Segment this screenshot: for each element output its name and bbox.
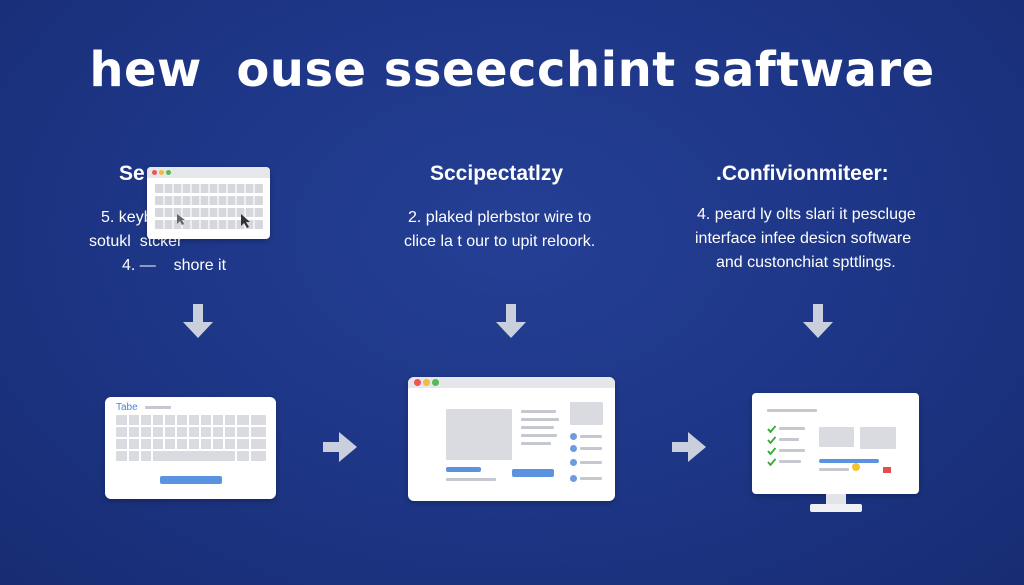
text-line [819,468,849,471]
progress-bar [819,459,879,463]
column-2-heading: Sccipectatlzy [430,162,564,185]
bulb-icon [852,463,860,471]
browser-window-card [408,377,615,501]
arrow-down-icon [803,304,833,338]
browser-submit-button[interactable] [512,469,554,477]
column-3-line-2: interface infee desicn software [695,230,912,247]
column-3-heading: .Confivionmiteer: [716,162,889,185]
checklist-line [779,460,801,463]
text-line [521,418,559,421]
option-line [580,447,602,450]
text-line [521,434,557,437]
window-titlebar [147,167,270,178]
page-title: hew ouse sseecchint saftware [89,42,935,98]
window-dot [152,170,157,175]
checklist-line [779,427,805,430]
text-line [521,426,554,429]
image-placeholder [860,427,896,449]
column-3-line-1: 4. peard ly olts slari it pescluge [697,206,916,223]
checklist-line [779,438,799,441]
window-dot [159,170,164,175]
browser-input-bar[interactable] [446,467,481,472]
arrow-down-icon [183,304,213,338]
column-1-line-3: 4. — shore it [122,257,227,274]
text-line [521,442,551,445]
check-icon [767,436,776,444]
option-line [580,435,602,438]
monitor-stand-base [810,504,862,512]
thumbnail-placeholder [570,402,603,425]
keyboard-popup-window [147,167,270,239]
radio-icon [570,459,577,466]
image-placeholder [446,409,512,460]
browser-titlebar [408,377,615,388]
image-placeholder [819,427,854,447]
column-2-line-1: 2. plaked plerbstor wire to [408,209,592,226]
column-1-heading: Se [119,162,145,185]
keyboard-card-label: Tabe [116,402,138,413]
text-line [521,410,556,413]
column-3-line-3: and custonchiat spttlings. [716,254,896,271]
column-2-line-2: clice la t our to upit reloork. [404,233,596,250]
text-line [446,478,496,481]
arrow-down-icon [496,304,526,338]
option-line [580,461,602,464]
mini-keyboard-keys [155,184,263,229]
window-dot [432,379,439,386]
window-dot [423,379,430,386]
alert-block [883,467,891,473]
keyboard-card: Tabe [105,397,276,499]
radio-icon [570,433,577,440]
arrow-right-icon [672,432,706,462]
keyboard-keys [116,415,266,461]
monitor-screen [752,393,919,494]
radio-icon [570,475,577,482]
window-dot [414,379,421,386]
check-icon [767,425,776,433]
check-icon [767,458,776,466]
keyboard-card-label-line [145,406,171,409]
monitor-stand-neck [826,494,846,504]
check-icon [767,447,776,455]
keyboard-card-button[interactable] [160,476,222,484]
screen-header-line [767,409,817,412]
radio-icon [570,445,577,452]
option-line [580,477,602,480]
window-dot [166,170,171,175]
checklist-line [779,449,805,452]
arrow-right-icon [323,432,357,462]
